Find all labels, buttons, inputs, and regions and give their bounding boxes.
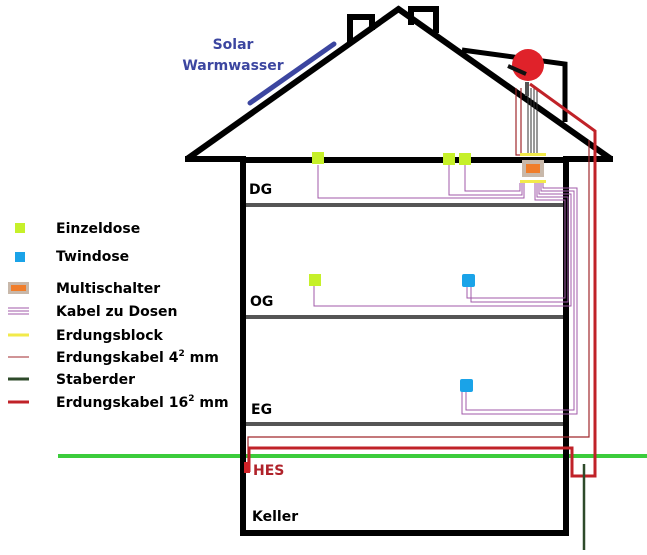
einzeldose-dg-3 [459, 153, 471, 165]
grounding-cable-16mm [247, 82, 597, 478]
solar-label-line1: Solar [213, 37, 254, 53]
legend-label-einzeldose: Einzeldose [56, 221, 140, 237]
solar-panel [247, 41, 337, 106]
erdungsblock-bottom [520, 180, 546, 183]
floor-label-eg: EG [251, 402, 272, 418]
legend-label-erdungskabel16: Erdungskabel 162 mm [56, 394, 229, 411]
legend-icon-twindose [15, 252, 25, 262]
legend-label-erdungskabel16-suffix: mm [194, 395, 228, 411]
roof-left [185, 5, 402, 162]
legend-label-erdungskabel4-text: Erdungskabel 4 [56, 350, 179, 366]
floor-label-keller: Keller [252, 509, 298, 525]
einzeldose-og [309, 274, 321, 286]
dish-feed-arm [507, 64, 527, 76]
lnb-wires [527, 88, 538, 153]
legend-label-twindose: Twindose [56, 249, 129, 265]
cables-to-outlets [313, 165, 578, 415]
twindose-eg [460, 379, 473, 392]
legend-label-erdungskabel16-text: Erdungskabel 16 [56, 395, 188, 411]
grounding-cable-4mm [515, 88, 522, 156]
dish-mast [525, 82, 529, 96]
satellite-dish-icon [512, 49, 544, 81]
legend-label-erdungskabel4-suffix: mm [185, 350, 219, 366]
chimney-left [347, 14, 375, 42]
erdungsblock-top [520, 153, 546, 156]
floor-label-og: OG [250, 294, 273, 310]
roof-right [395, 5, 613, 162]
legend-label-multischalter: Multischalter [56, 281, 160, 297]
legend-label-erdungskabel4-sup: 2 [178, 349, 184, 359]
legend-label-erdungskabel16-sup: 2 [188, 394, 194, 404]
einzeldose-dg-1 [312, 152, 324, 164]
legend-label-erdungskabel4: Erdungskabel 42 mm [56, 349, 219, 366]
legend-label-kabel: Kabel zu Dosen [56, 304, 178, 320]
twindose-og [462, 274, 475, 287]
legend: Einzeldose Twindose Multischalter Kabel … [8, 221, 229, 411]
floor-label-dg: DG [249, 182, 272, 198]
einzeldose-dg-2 [443, 153, 455, 165]
legend-icon-multischalter-core [11, 285, 26, 291]
multischalter-core [526, 164, 540, 173]
hes-terminal [244, 462, 250, 473]
house-roof [185, 156, 246, 170]
hes-label: HES [253, 463, 284, 479]
legend-label-erdungsblock: Erdungsblock [56, 328, 164, 344]
solar-label-line2: Warmwasser [182, 58, 283, 74]
dish-bracket [461, 47, 568, 122]
legend-icon-kabel [8, 307, 29, 315]
legend-label-staberder: Staberder [56, 372, 135, 388]
house-walls [240, 157, 569, 536]
legend-icon-einzeldose [15, 223, 25, 233]
